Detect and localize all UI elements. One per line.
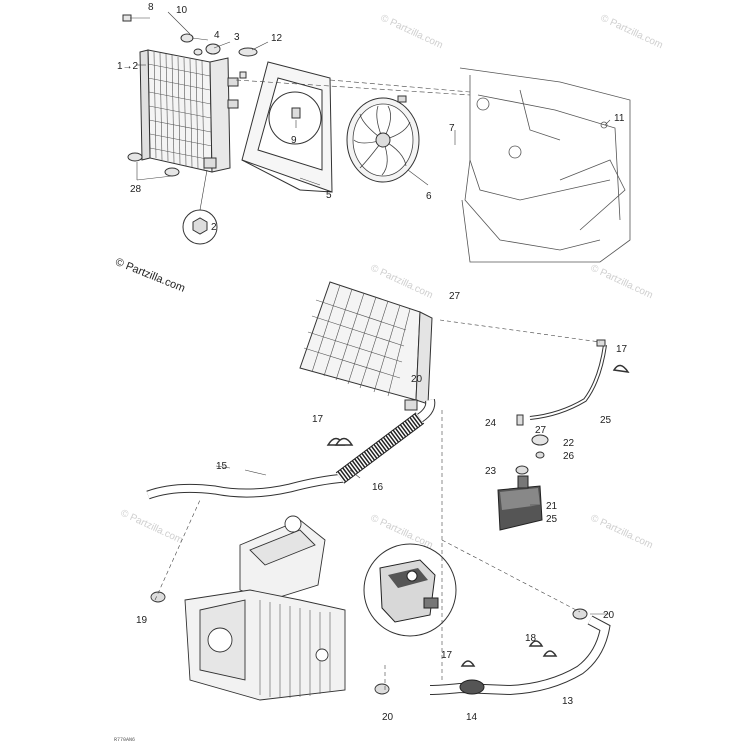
callout-27-top: 27	[449, 291, 461, 302]
callout-16: 16	[372, 482, 384, 493]
callout-17-bottom: 17	[441, 650, 453, 661]
hose-clamps	[326, 364, 630, 667]
callout-27-bottom: 27	[535, 425, 547, 436]
callout-2: 2	[211, 222, 217, 233]
vehicle-frame	[459, 67, 631, 263]
callout-4: 4	[214, 30, 220, 41]
callout-labels: 8 10 4 3 12 1→2 9 7 11 28 5 6 2 27 17 20…	[117, 2, 628, 723]
watermark-text: © Partzilla.com	[119, 508, 185, 546]
callout-5: 5	[326, 190, 332, 201]
detail-circle-item-2	[182, 169, 218, 245]
leader-lines-bottom	[154, 319, 610, 690]
callout-17-left: 17	[312, 414, 324, 425]
fan-shroud	[241, 61, 333, 193]
callout-9: 9	[291, 135, 297, 146]
hose-15	[146, 473, 346, 500]
callout-3: 3	[234, 32, 240, 43]
figure-code: R770AN6	[114, 737, 136, 743]
callout-17-top: 17	[616, 344, 628, 355]
callout-26: 26	[563, 451, 575, 462]
callout-28: 28	[130, 184, 142, 195]
callout-20-bottom: 20	[382, 712, 394, 723]
radiator-top	[139, 49, 239, 173]
callout-1-2: 1→2	[117, 61, 139, 72]
watermark-text: © Partzilla.com	[589, 263, 655, 301]
callout-19: 19	[136, 615, 148, 626]
callout-21: 21	[546, 501, 558, 512]
callout-14: 14	[466, 712, 478, 723]
callout-23: 23	[485, 466, 497, 477]
callout-10: 10	[176, 5, 188, 16]
callout-24: 24	[485, 418, 497, 429]
watermark-text: © Partzilla.com	[369, 263, 435, 301]
callout-8: 8	[148, 2, 154, 13]
hardware-parts-top	[122, 14, 258, 177]
leader-lines-top	[130, 11, 611, 186]
engine-assembly	[150, 515, 390, 701]
callout-22: 22	[563, 438, 575, 449]
radiator-bottom	[299, 281, 433, 411]
callout-7: 7	[449, 123, 455, 134]
callout-20-top: 20	[411, 374, 423, 385]
callout-25-bottom: 25	[546, 514, 558, 525]
overflow-hose-25	[529, 339, 607, 420]
callout-11: 11	[614, 113, 625, 124]
callout-18: 18	[525, 633, 537, 644]
coolant-reservoir	[497, 414, 549, 531]
callout-6: 6	[426, 191, 432, 202]
callout-25-top: 25	[600, 415, 612, 426]
callout-15: 15	[216, 461, 228, 472]
cooling-fan	[346, 95, 420, 183]
detail-circle-thermostat	[363, 543, 457, 637]
watermark-text: © Partzilla.com	[379, 13, 445, 51]
callout-13: 13	[562, 696, 574, 707]
watermark-text: © Partzilla.com	[599, 13, 665, 51]
hose-13	[429, 608, 611, 696]
callout-12: 12	[271, 33, 283, 44]
callout-20-right: 20	[603, 610, 615, 621]
corrugated-hose-16	[335, 399, 436, 484]
watermark-text: © Partzilla.com	[589, 513, 655, 551]
